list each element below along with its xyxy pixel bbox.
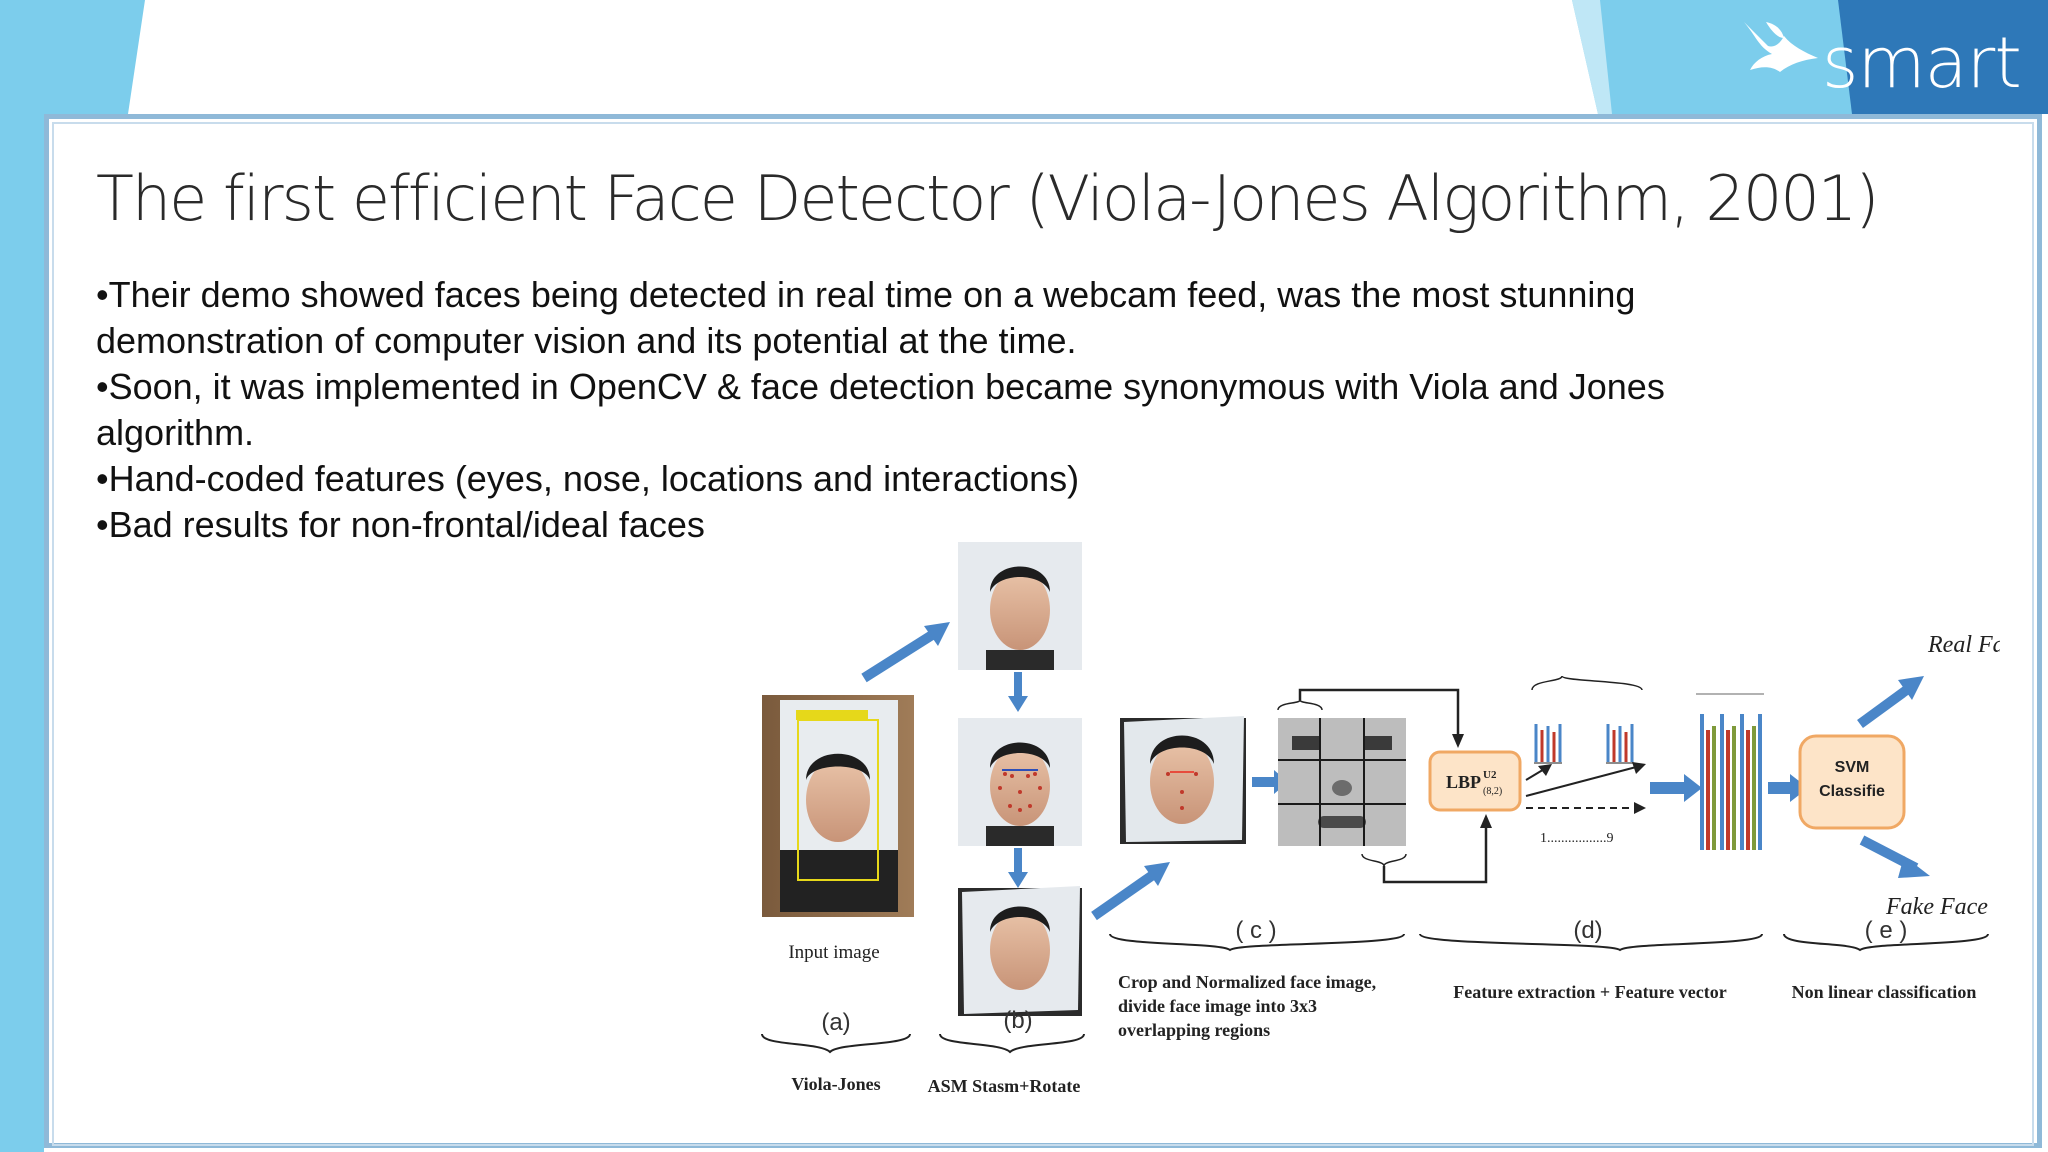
feature-vector-bars	[1696, 693, 1764, 850]
arrow-icon	[1091, 862, 1170, 921]
arrow-icon	[1008, 696, 1028, 712]
arrow-icon	[861, 622, 950, 683]
bullet-list: •Their demo showed faces being detected …	[96, 272, 1736, 548]
bullet-item: •Their demo showed faces being detected …	[96, 274, 1636, 361]
lbp-sup: U2	[1483, 769, 1497, 781]
svm-label-2: Classifie	[1819, 783, 1885, 800]
smart-logo: smart	[1738, 12, 2038, 104]
label-b: (b)	[1003, 1007, 1032, 1034]
caption-e: Non linear classification	[1792, 982, 1977, 1002]
arrow-icon	[1008, 872, 1028, 888]
lbp-operator-box: LBP U2 (8,2)	[1428, 750, 1522, 812]
bullet-item: •Hand-coded features (eyes, nose, locati…	[96, 458, 1080, 499]
label-d: (d)	[1573, 917, 1602, 944]
fake-face-label: Fake Face	[1885, 894, 1988, 920]
svm-classifier-box: SVM Classifie	[1798, 734, 1906, 830]
lbp-sub: (8,2)	[1483, 786, 1502, 797]
label-e: ( e )	[1865, 917, 1908, 944]
input-image	[762, 695, 914, 917]
arrow-icon	[1452, 734, 1464, 748]
region-histograms: 1.................9	[1525, 675, 1646, 846]
pipeline-figure: LBP U2 (8,2) 1.................9	[740, 530, 2000, 1110]
svm-label-1: SVM	[1835, 759, 1870, 776]
label-c: ( c )	[1235, 917, 1276, 944]
label-a: (a)	[821, 1009, 850, 1036]
arrow-icon	[1650, 774, 1702, 802]
caption-c-line2: divide face image into 3x3	[1118, 996, 1317, 1016]
bullet-item: •Soon, it was implemented in OpenCV & fa…	[96, 366, 1665, 453]
face-crop-1	[958, 542, 1082, 670]
arrow-icon	[1857, 676, 1924, 729]
dove-icon	[1744, 22, 1818, 72]
caption-c-line3: overlapping regions	[1118, 1020, 1270, 1040]
pipeline-diagram: LBP U2 (8,2) 1.................9	[761, 542, 2000, 1096]
connector-lines	[1298, 688, 1488, 884]
caption-b: ASM Stasm+Rotate	[928, 1076, 1081, 1096]
face-crop-3	[958, 886, 1082, 1016]
grid-face-regions	[1277, 699, 1407, 867]
caption-d: Feature extraction + Feature vector	[1453, 982, 1726, 1002]
normalized-face	[1120, 716, 1246, 844]
slide-title: The first efficient Face Detector (Viola…	[96, 162, 1879, 235]
caption-a: Viola-Jones	[791, 1074, 880, 1094]
face-crop-2	[958, 718, 1082, 846]
arrow-icon	[1859, 835, 1930, 878]
lbp-label: LBP	[1446, 772, 1481, 792]
input-image-caption: Input image	[788, 942, 879, 963]
real-face-label: Real Face	[1927, 632, 2000, 658]
slide-inner-border	[52, 122, 2034, 1146]
section-braces	[761, 933, 1989, 1054]
vector-range: 1.................9	[1540, 831, 1614, 846]
caption-c-line1: Crop and Normalized face image,	[1118, 972, 1376, 992]
bullet-item: •Bad results for non-frontal/ideal faces	[96, 504, 705, 545]
logo-text: smart	[1822, 22, 2022, 104]
arrow-icon	[1480, 814, 1492, 828]
